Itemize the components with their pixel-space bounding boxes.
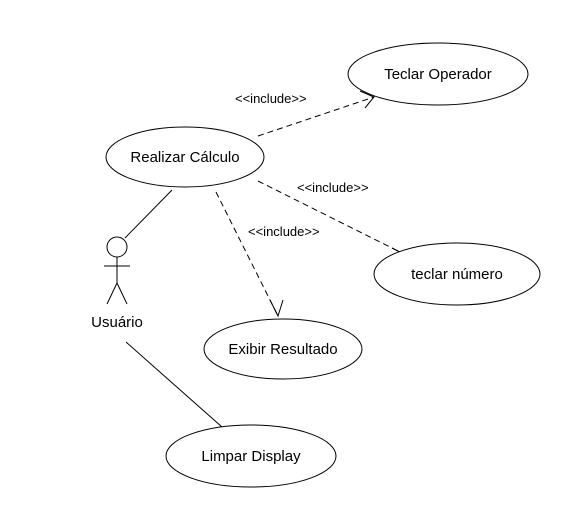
use-case-limpar-display-label: Limpar Display [201, 448, 301, 465]
use-case-teclar-numero[interactable]: teclar número [373, 242, 541, 306]
association-actor-realizar-calculo [124, 189, 173, 239]
include-label-exibir-resultado: <<include>> [248, 224, 320, 239]
include-label-teclar-numero: <<include>> [297, 180, 369, 195]
include-dependency-teclar-operador [257, 90, 375, 137]
use-case-teclar-operador[interactable]: Teclar Operador [347, 42, 529, 106]
actor-right-leg [116, 282, 128, 305]
include-label-teclar-operador: <<include>> [235, 91, 307, 106]
actor-head [106, 236, 128, 258]
actor-left-leg [106, 282, 118, 305]
use-case-limpar-display[interactable]: Limpar Display [165, 424, 337, 488]
actor-usuario[interactable]: Usuário [91, 236, 143, 331]
association-actor-limpar-display [125, 341, 223, 428]
use-case-realizar-calculo[interactable]: Realizar Cálculo [105, 126, 265, 188]
include-dependency-exibir-resultado [215, 191, 284, 318]
use-case-exibir-resultado-label: Exibir Resultado [228, 341, 337, 358]
use-case-teclar-numero-label: teclar número [411, 266, 503, 283]
use-case-realizar-calculo-label: Realizar Cálculo [130, 149, 239, 166]
use-case-teclar-operador-label: Teclar Operador [384, 66, 492, 83]
use-case-exibir-resultado[interactable]: Exibir Resultado [203, 318, 363, 380]
actor-usuario-label: Usuário [91, 314, 143, 331]
